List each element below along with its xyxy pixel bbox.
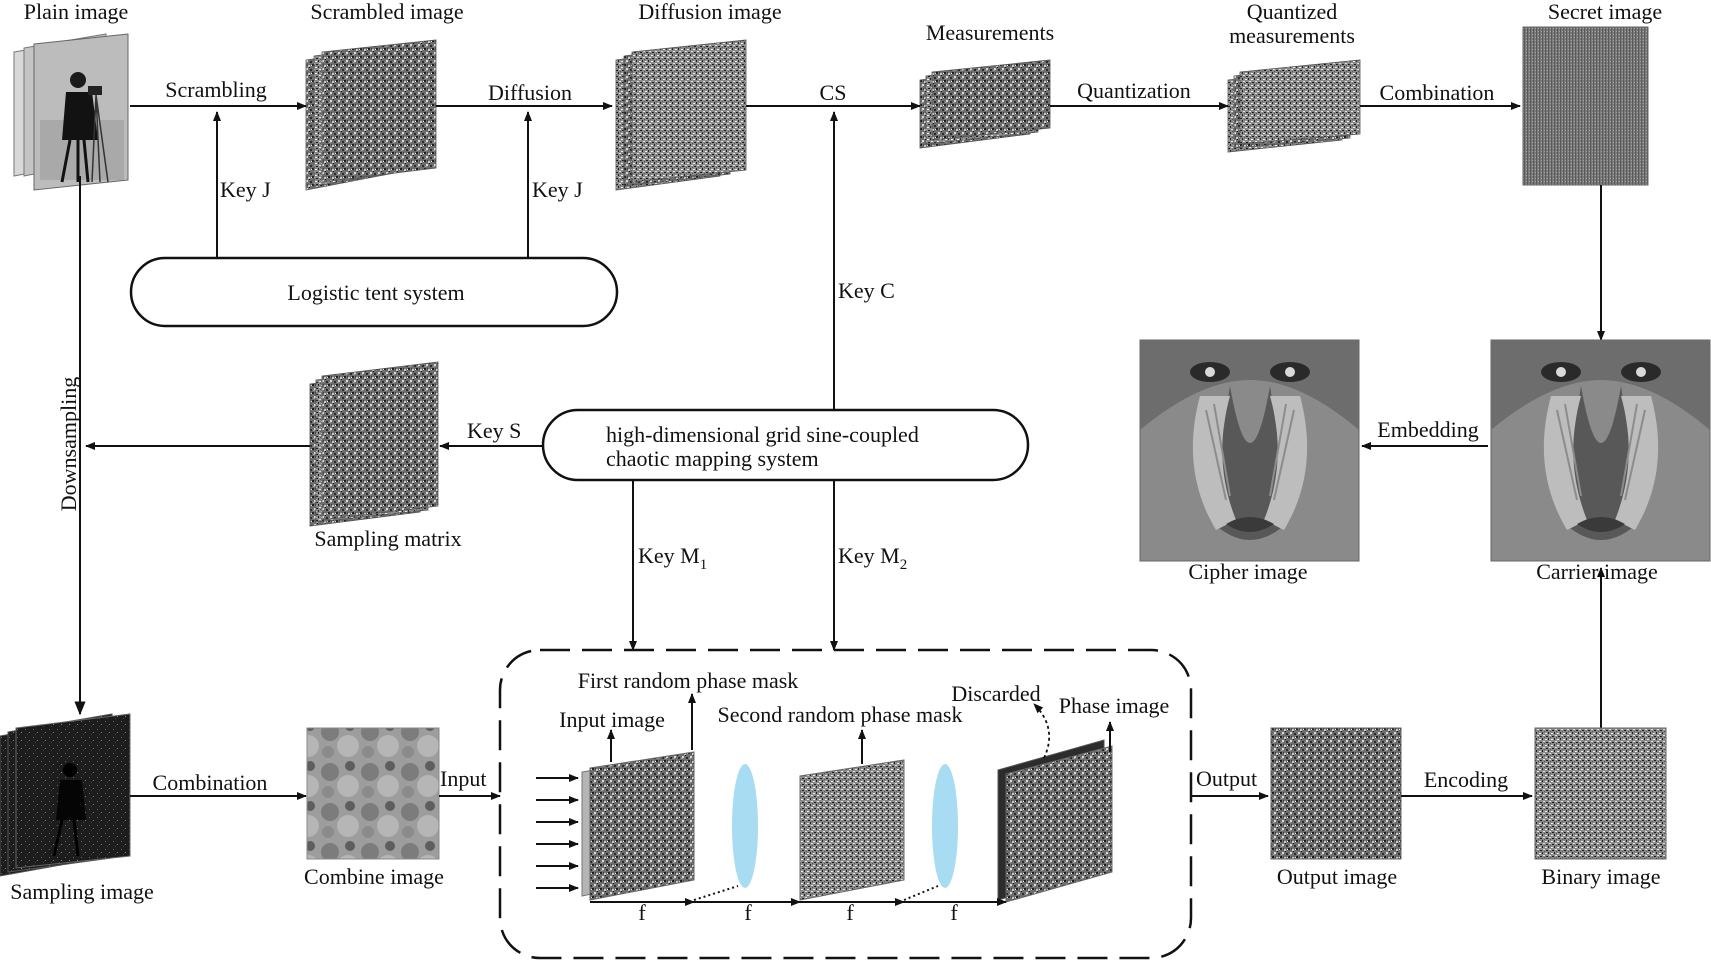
chaotic-label-line1: high-dimensional grid sine-coupled [606, 422, 919, 447]
second-mask-label: Second random phase mask [718, 702, 963, 727]
binary-image-label: Binary image [1541, 864, 1660, 889]
diffusion-image-label: Diffusion image [638, 0, 781, 24]
plain-image-label: Plain image [24, 0, 128, 24]
combine-image [306, 727, 440, 860]
plain-image-stack [13, 33, 129, 191]
cipher-image [1139, 339, 1360, 562]
output-image [1270, 727, 1402, 860]
f-label-1: f [638, 900, 646, 925]
combine-image-label: Combine image [304, 864, 444, 889]
key-m2-label: Key M2 [838, 543, 907, 573]
lens-1-dotted-link [693, 885, 739, 901]
combination-top-label: Combination [1380, 80, 1495, 105]
discarded-label: Discarded [951, 681, 1040, 706]
combination-bottom-label: Combination [153, 770, 268, 795]
phase-image-label: Phase image [1059, 693, 1170, 718]
f-label-2: f [744, 900, 752, 925]
logistic-tent-system-box [129, 256, 619, 328]
sampling-image-stack [0, 713, 131, 877]
key-j-2-label: Key J [532, 177, 583, 202]
quantized-label-line1: Quantized [1247, 0, 1337, 24]
measurements-stack [919, 59, 1051, 149]
key-m1-label: Key M1 [638, 543, 707, 573]
incident-light-arrows [536, 774, 579, 892]
output-label: Output [1196, 766, 1257, 791]
logistic-tent-label: Logistic tent system [287, 280, 464, 305]
diffusion-label: Diffusion [488, 80, 572, 105]
sampling-image-label: Sampling image [10, 879, 154, 904]
optical-system-region [498, 648, 1193, 960]
chaotic-label-line2: chaotic mapping system [606, 446, 819, 471]
second-phase-mask-plane [799, 759, 905, 901]
measurements-label: Measurements [926, 20, 1054, 45]
lens-1-icon [732, 764, 758, 888]
binary-image [1534, 727, 1667, 860]
key-s-label: Key S [467, 418, 521, 443]
scrambling-label: Scrambling [165, 77, 266, 102]
input-image-label: Input image [559, 707, 665, 732]
cs-label: CS [820, 80, 847, 105]
scrambled-image-label: Scrambled image [310, 0, 463, 24]
encoding-label: Encoding [1424, 767, 1508, 792]
sampling-matrix-stack [309, 361, 439, 527]
first-mask-label: First random phase mask [578, 668, 799, 693]
secret-image [1522, 26, 1649, 186]
quantized-measurements-stack [1227, 59, 1361, 153]
f-label-4: f [950, 900, 958, 925]
key-j-1-label: Key J [220, 177, 271, 202]
embedding-label: Embedding [1377, 417, 1478, 442]
carrier-image [1490, 339, 1711, 562]
quantized-label-line2: measurements [1229, 23, 1355, 48]
carrier-image-label: Carrier image [1536, 559, 1658, 584]
diffusion-image-stack [615, 39, 747, 191]
key-c-label: Key C [838, 278, 895, 303]
downsampling-label: Downsampling [56, 377, 81, 511]
f-label-3: f [846, 900, 854, 925]
lens-2-icon [932, 764, 958, 888]
scrambled-image-stack [305, 39, 437, 191]
cipher-image-label: Cipher image [1188, 559, 1307, 584]
input-label: Input [440, 766, 486, 791]
first-phase-mask-plane [589, 751, 695, 901]
sampling-matrix-label: Sampling matrix [314, 526, 461, 551]
secret-image-label: Secret image [1548, 0, 1662, 24]
discarded-pointer [1033, 703, 1051, 759]
output-plane [1005, 745, 1113, 903]
output-image-label: Output image [1277, 864, 1397, 889]
quantization-label: Quantization [1077, 78, 1191, 103]
lens-2-dotted-link [903, 885, 939, 901]
